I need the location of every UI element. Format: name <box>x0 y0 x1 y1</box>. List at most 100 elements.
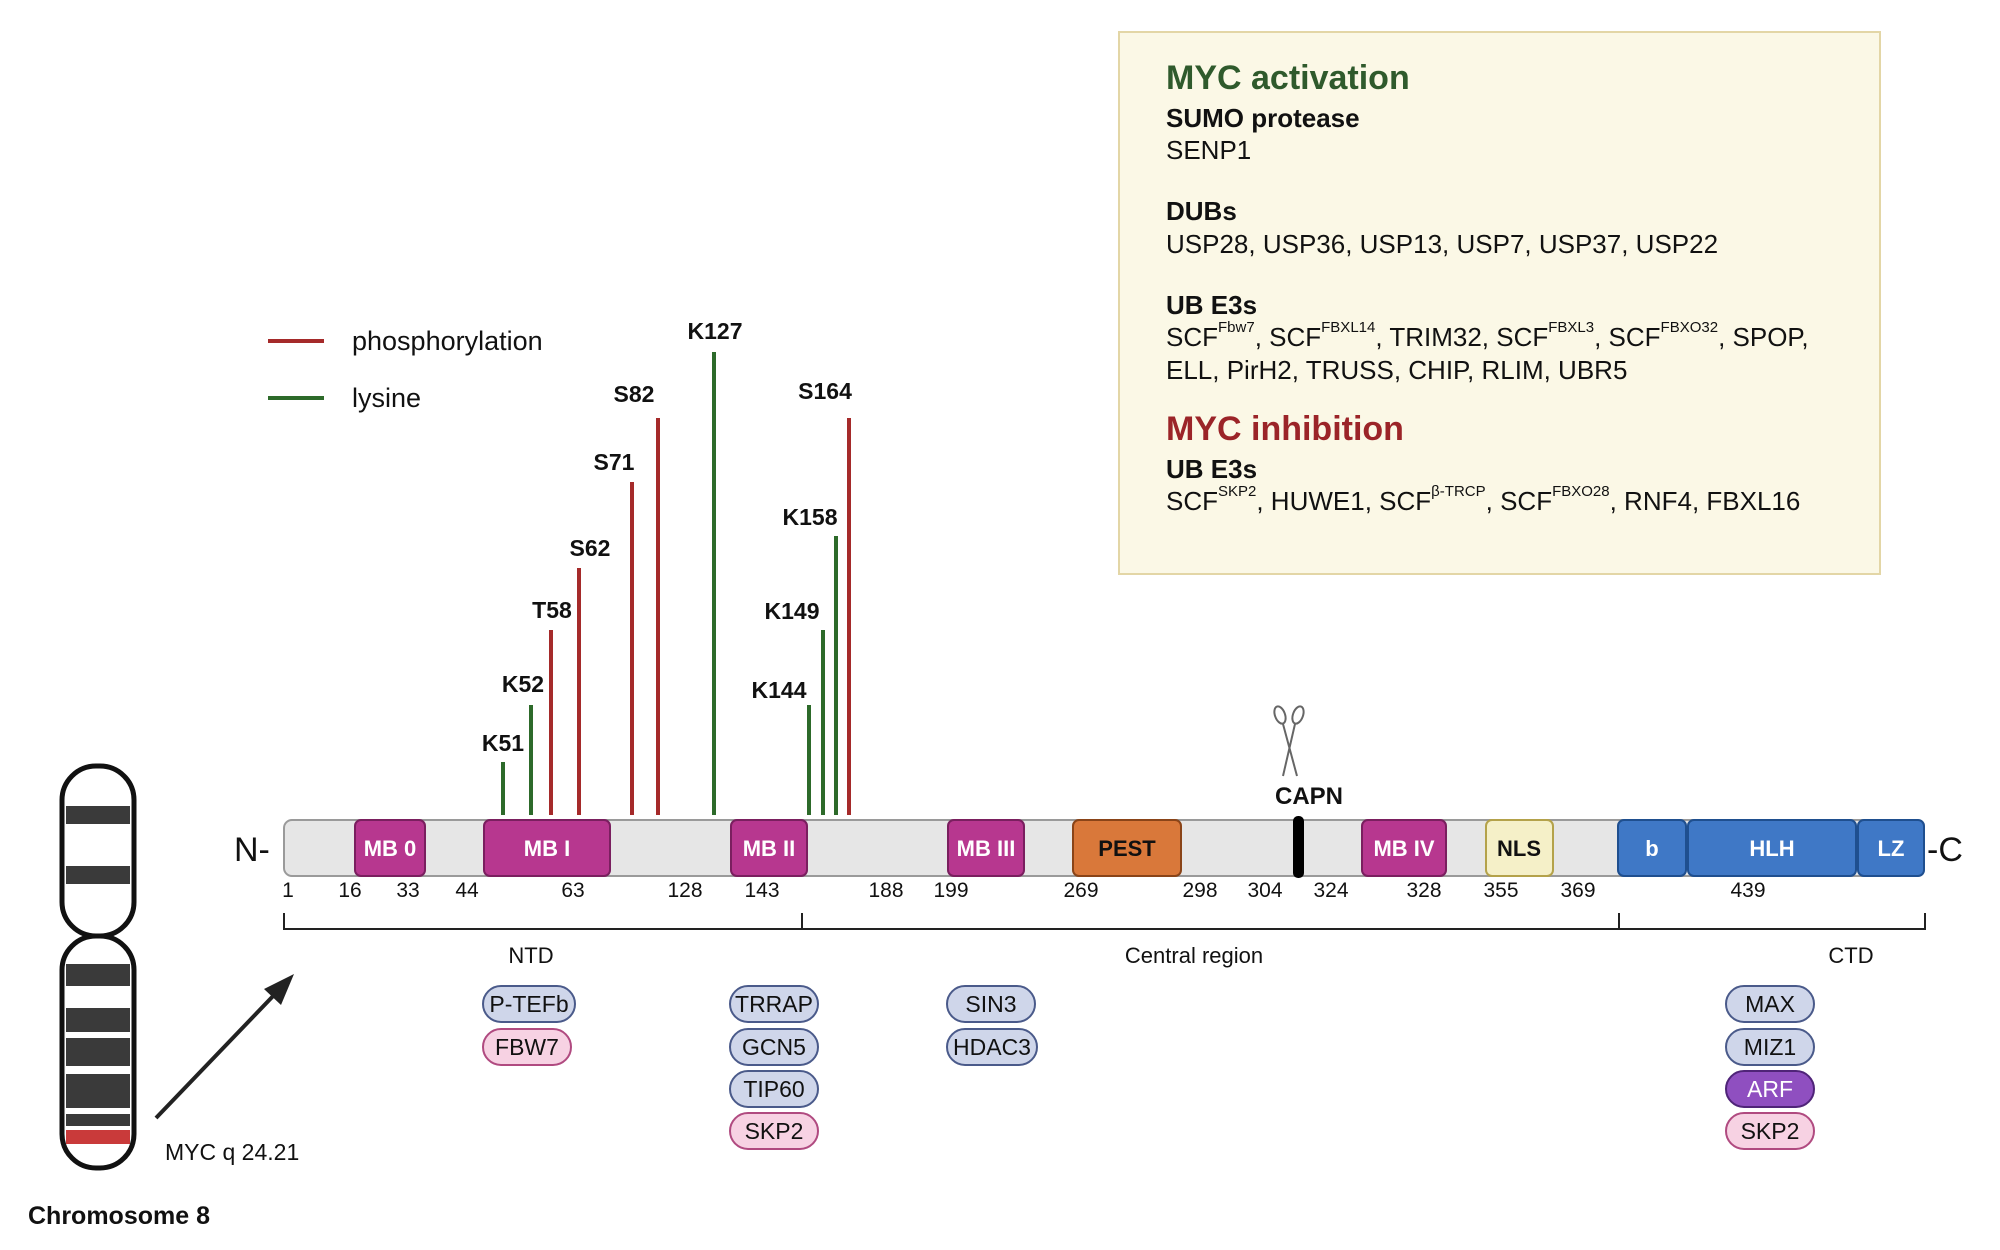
inhibition-heading: MYC inhibition <box>1166 410 1404 449</box>
inhibition-ube3-heading: UB E3s <box>1166 453 1258 484</box>
partner-pill <box>1725 1112 1815 1150</box>
domain-label: b <box>1645 836 1658 861</box>
site-label: K158 <box>783 504 838 530</box>
chromosome-title: Chromosome 8 <box>28 1202 210 1230</box>
partner-pill <box>1725 985 1815 1023</box>
site-label: S164 <box>798 378 852 404</box>
domain-mb3 <box>947 819 1025 877</box>
dubs-heading: DUBs <box>1166 196 1237 227</box>
partner-label: FBW7 <box>495 1034 559 1060</box>
domain-label: PEST <box>1098 836 1156 861</box>
domain-b <box>1617 819 1687 877</box>
domain-hlh <box>1687 819 1857 877</box>
site-label: S82 <box>614 381 655 407</box>
position-label: 304 <box>1247 879 1282 902</box>
partner-label: ARF <box>1747 1076 1793 1102</box>
partner-label: SKP2 <box>745 1118 804 1144</box>
partner-pill <box>1725 1070 1815 1108</box>
partner-pill <box>729 1112 819 1150</box>
position-label: 199 <box>933 879 968 902</box>
partner-label: GCN5 <box>742 1034 806 1060</box>
domain-mb1 <box>483 819 611 877</box>
position-label: 369 <box>1560 879 1595 902</box>
domain-label: MB IV <box>1373 836 1434 861</box>
inhibition-e3-list: SCFSKP2, HUWE1, SCFβ-TRCP, SCFFBXO28, RN… <box>1166 483 1839 518</box>
binding-partners: P-TEFb FBW7 TRRAP GCN5 TIP60 SKP2 SIN3 H… <box>482 985 1815 1150</box>
position-label: 63 <box>561 879 584 902</box>
partner-label: MIZ1 <box>1744 1034 1796 1060</box>
e3-text: SCF <box>1166 486 1218 517</box>
partner-pill <box>946 1028 1038 1066</box>
sumo-heading: SUMO protease <box>1166 102 1360 133</box>
domain-lz <box>1857 819 1925 877</box>
site-label: T58 <box>532 597 572 623</box>
partner-label: MAX <box>1745 991 1795 1017</box>
e3-superscript: Fbw7 <box>1218 319 1255 337</box>
partner-pill <box>482 985 576 1023</box>
e3-superscript: FBXL3 <box>1548 319 1595 337</box>
partner-label: HDAC3 <box>953 1034 1031 1060</box>
activation-heading: MYC activation <box>1166 59 1410 97</box>
site-label: K52 <box>502 671 544 697</box>
domain-label: LZ <box>1878 836 1905 861</box>
position-label: 328 <box>1406 879 1441 902</box>
domain-nls <box>1485 819 1554 877</box>
partner-pill <box>482 1028 572 1066</box>
position-label: 298 <box>1182 879 1217 902</box>
c-terminus-label: -C <box>1927 831 1963 869</box>
e3-text: , SCF <box>1485 486 1553 517</box>
e3-text: , HUWE1, SCF <box>1256 486 1432 517</box>
e3-text: , SCF <box>1594 322 1661 353</box>
site-label: K127 <box>688 318 743 344</box>
scissors-icon <box>1273 705 1305 777</box>
region-labels: NTD Central region CTD <box>508 943 1873 968</box>
legend-phosphorylation-label: phosphorylation <box>352 326 543 356</box>
activation-e3-list-line2: ELL, PirH2, TRUSS, CHIP, RLIM, UBR5 <box>1166 354 1628 385</box>
e3-text: SCF <box>1166 322 1218 353</box>
partner-pill <box>1725 1028 1815 1066</box>
cleavage-label: CAPN <box>1275 783 1343 810</box>
residue-positions: 1 16 33 44 63 128 143 188 199 269 298 30… <box>282 879 1765 902</box>
site-label: S71 <box>594 449 635 475</box>
position-label: 1 <box>282 879 294 902</box>
e3-text: , SPOP, <box>1718 322 1809 353</box>
domain-label: MB II <box>743 836 796 861</box>
e3-superscript: FBXL14 <box>1321 319 1376 337</box>
domain-label: MB I <box>524 836 570 861</box>
locus-arrow-icon <box>154 974 294 1120</box>
partner-label: SKP2 <box>1741 1118 1800 1144</box>
capn-cleavage-mark <box>1293 816 1304 878</box>
position-label: 269 <box>1063 879 1098 902</box>
legend-lysine-label: lysine <box>352 383 421 413</box>
chromosome-icon <box>59 763 137 1171</box>
modification-sites <box>501 352 851 815</box>
position-label: 44 <box>455 879 479 902</box>
domain-label: NLS <box>1497 836 1541 861</box>
partner-pill <box>729 1070 819 1108</box>
position-label: 33 <box>396 879 419 902</box>
position-label: 439 <box>1730 879 1765 902</box>
dubs-list: USP28, USP36, USP13, USP7, USP37, USP22 <box>1166 228 1719 259</box>
sumo-list: SENP1 <box>1166 134 1252 165</box>
site-label: K149 <box>765 598 820 624</box>
domain-mb2 <box>730 819 808 877</box>
domain-mb4 <box>1361 819 1447 877</box>
position-label: 143 <box>744 879 779 902</box>
position-label: 355 <box>1483 879 1518 902</box>
domain-label: MB 0 <box>364 836 417 861</box>
activation-e3-list-line1: SCFFbw7, SCFFBXL14, TRIM32, SCFFBXL3, SC… <box>1166 319 1839 354</box>
site-label: K144 <box>752 677 807 703</box>
e3-superscript: FBXO28 <box>1552 483 1610 501</box>
e3-superscript: FBXO32 <box>1660 319 1719 337</box>
partner-label: SIN3 <box>965 991 1016 1017</box>
partner-pill <box>729 985 819 1023</box>
e3-text: , TRIM32, SCF <box>1375 322 1549 353</box>
site-label: S62 <box>570 535 611 561</box>
partner-label: TRRAP <box>735 991 813 1017</box>
region-brackets <box>283 913 1926 930</box>
legend: phosphorylation lysine <box>268 326 543 413</box>
domain-label: HLH <box>1749 836 1794 861</box>
domain-label: MB III <box>957 836 1016 861</box>
e3-text: , RNF4, FBXL16 <box>1609 486 1801 517</box>
